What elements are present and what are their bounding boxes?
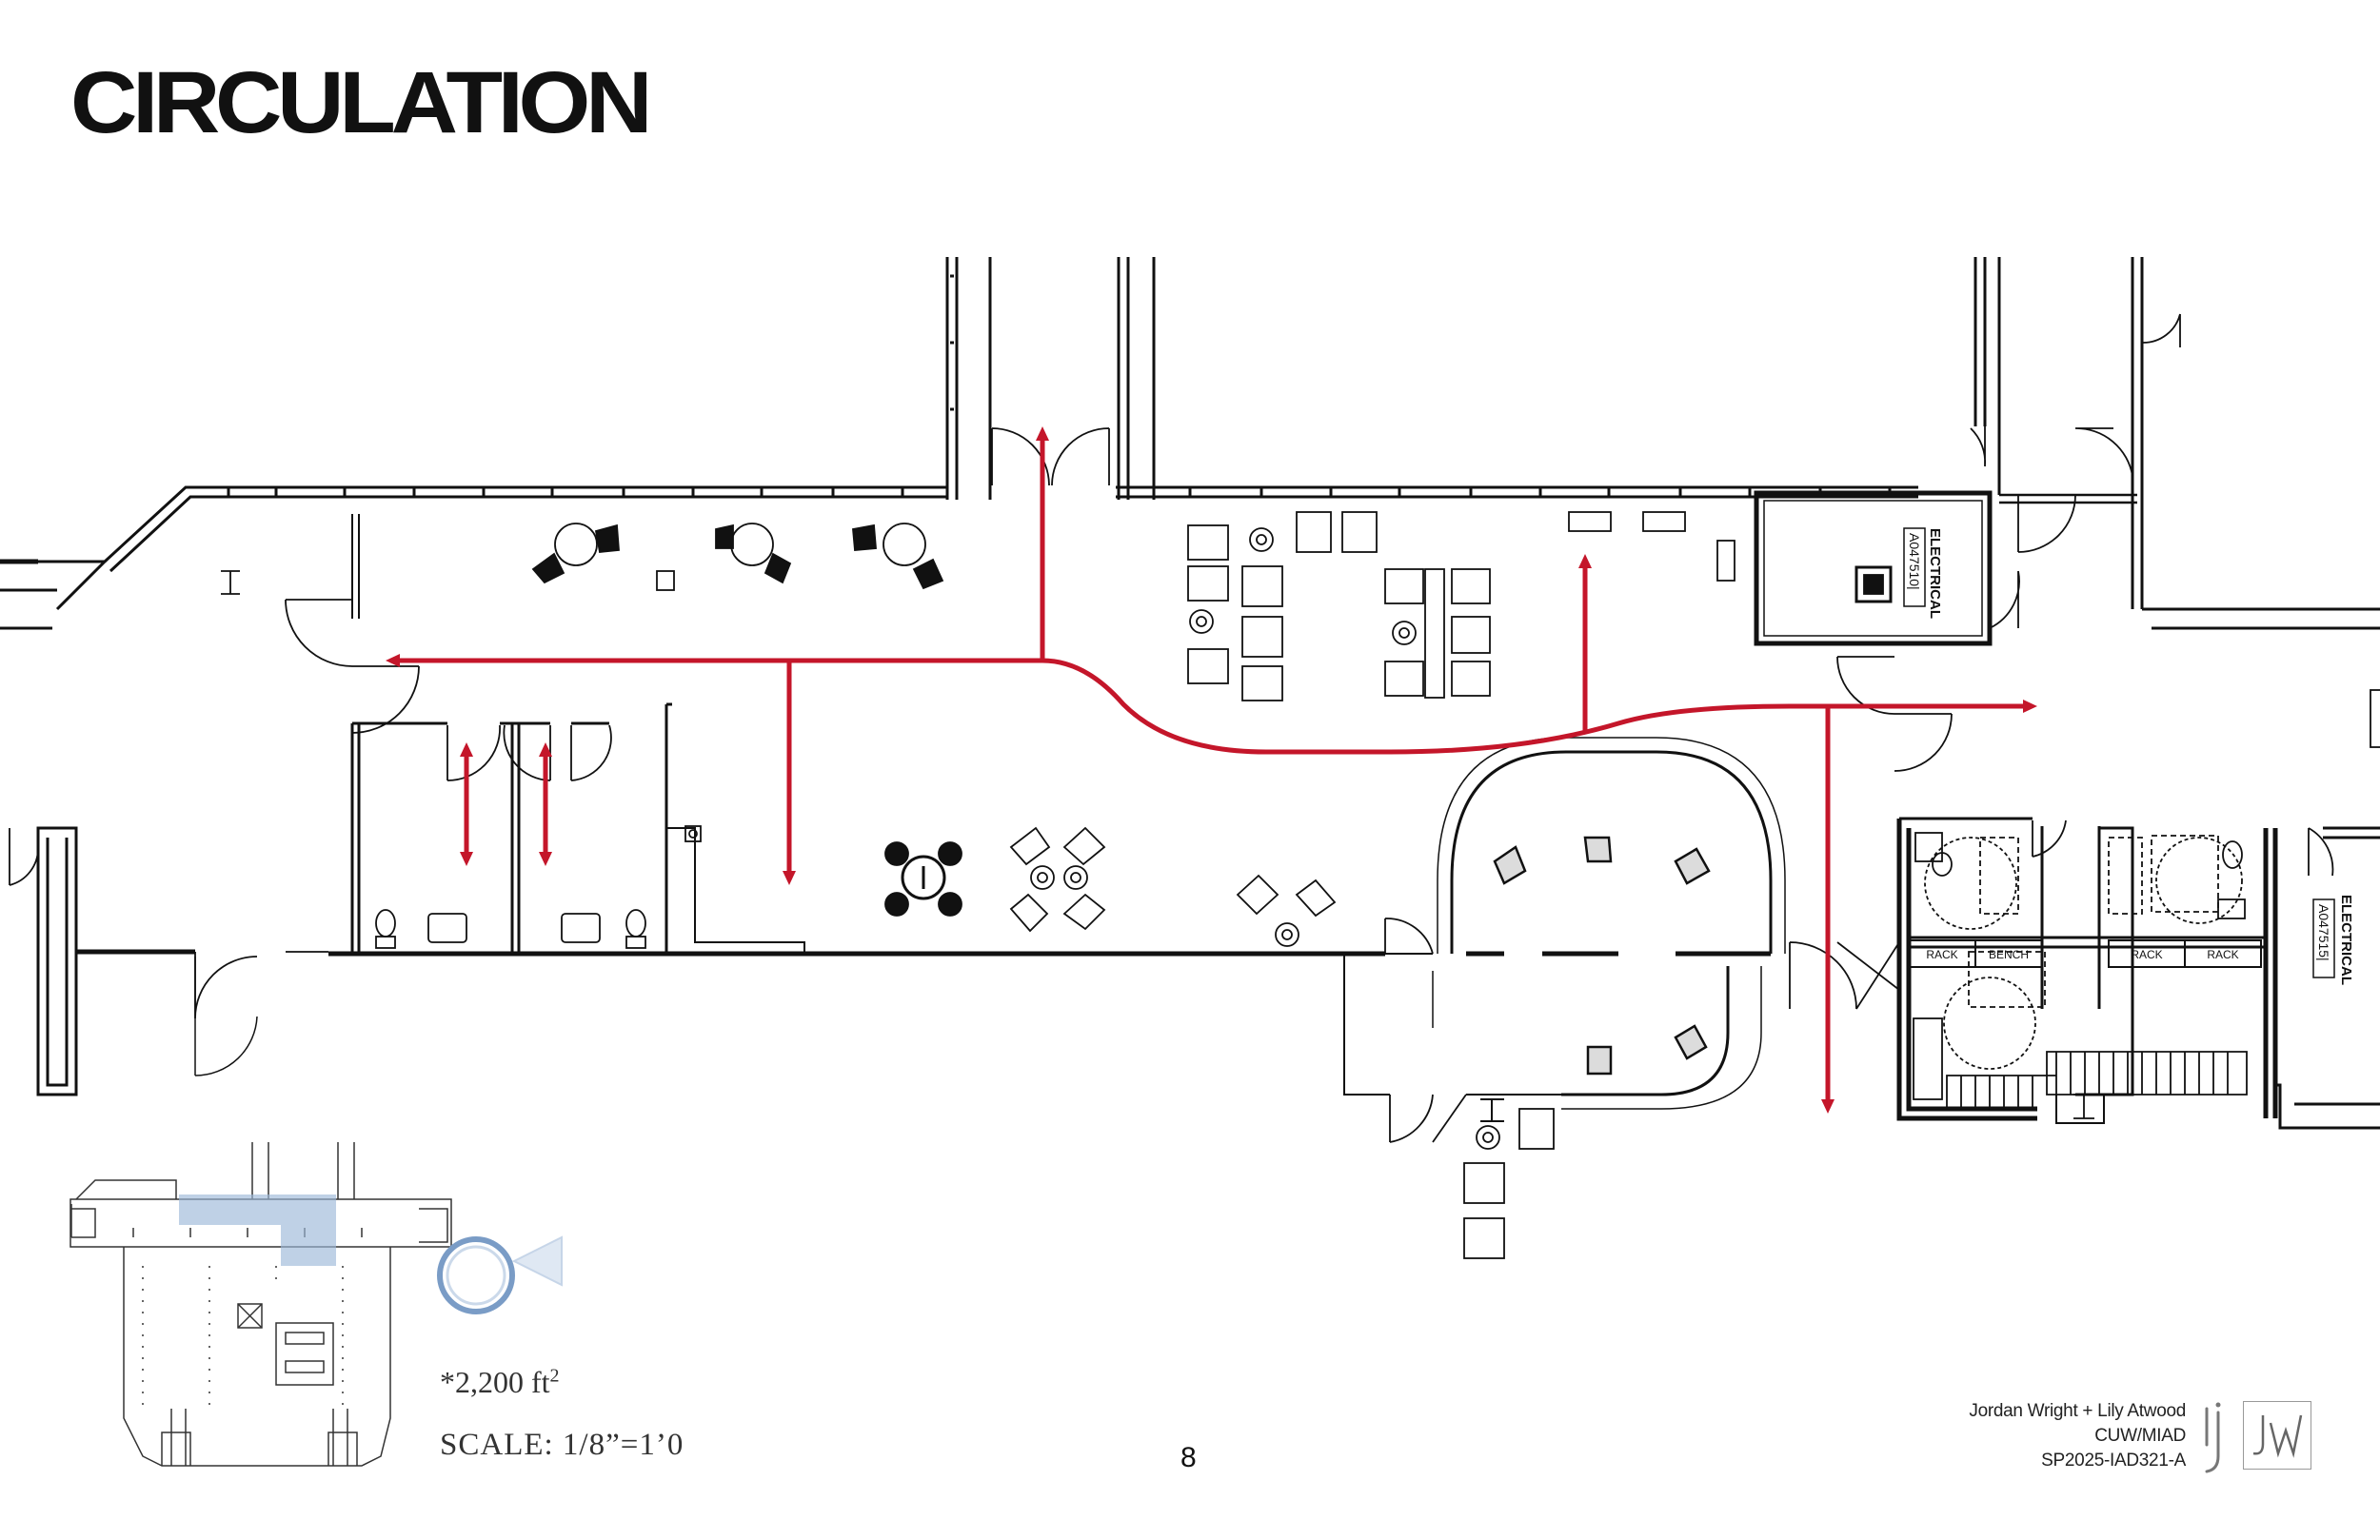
page-title: CIRCULATION [70,54,653,151]
area-unit-superscript: 2 [549,1365,560,1387]
credits-names: Jordan Wright + Lily Atwood [1969,1401,2186,1421]
bench-label: BENCH [1989,948,2029,961]
electrical-room-label-2: ELECTRICAL [2338,895,2354,985]
walls [0,257,2380,1130]
electrical-room-code-text-2: A047515| [2316,904,2331,961]
rack-label-3: RACK [2207,948,2238,961]
view-marker-icon [437,1235,563,1314]
circulation-paths [392,433,2031,1107]
credits-block: Jordan Wright + Lily Atwood CUW/MIAD SP2… [1969,1399,2186,1473]
scale-label: SCALE: 1/8”=1’0 [440,1428,684,1462]
electrical-room-code-1: A047510| [1903,527,1926,607]
electrical-room-code-2: A047515| [2312,898,2335,978]
area-label: *2,200 ft2 [440,1365,560,1400]
page-number: 8 [1180,1442,1197,1473]
circulation-arrowheads [386,426,2037,1114]
circulation-main-path [392,658,2031,755]
key-plan-highlight-2 [281,1225,336,1266]
credits-course: SP2025-IAD321-A [2041,1451,2186,1471]
key-plan [69,1142,452,1467]
rack-label-2: RACK [2131,948,2162,961]
lj-monogram-icon [2205,1402,2221,1473]
electrical-room-name-2: ELECTRICAL [2338,895,2354,985]
credits-school: CUW/MIAD [2094,1426,2186,1446]
key-plan-highlight [179,1194,336,1225]
fixture-racks [1908,939,2262,968]
electrical-room-name-1: ELECTRICAL [1927,528,1943,619]
electrical-room-code-text-1: A047510| [1907,533,1922,590]
area-value: *2,200 ft [440,1365,550,1399]
furniture [221,511,2380,1259]
jw-monogram-icon [2243,1401,2311,1470]
electrical-room-label-1: ELECTRICAL [1927,528,1943,619]
rack-label-1: RACK [1926,948,1957,961]
jw-monogram-glyph [2252,1414,2303,1458]
door-swings [9,313,2334,1143]
window-mullions [227,274,1892,498]
